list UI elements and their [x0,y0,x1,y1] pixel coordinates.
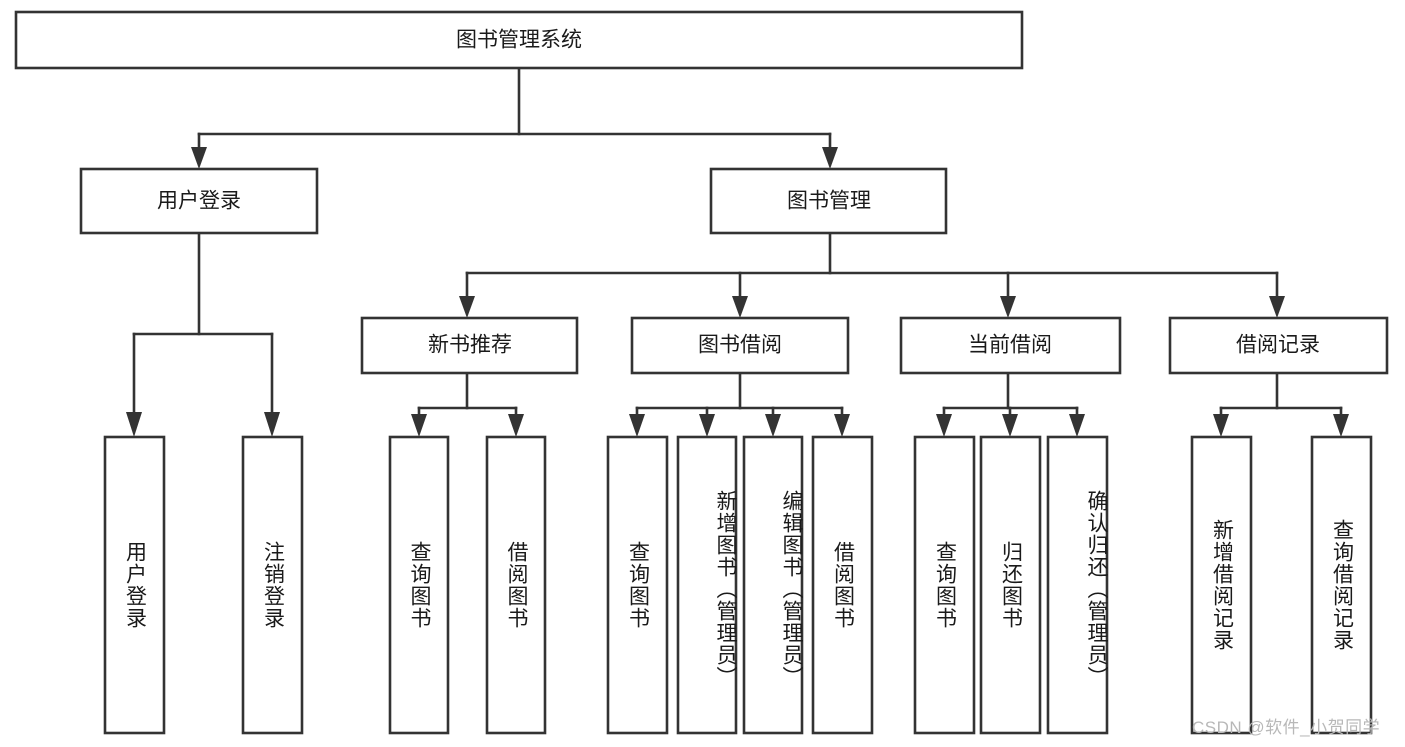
arrowhead-leaf-cur-query-book [936,414,952,437]
arrowhead-leaf-rec-add-record [1213,414,1229,437]
connector-group-root-to-level2 [191,66,838,169]
leaf-rec-borrow-book-box[interactable] [485,435,547,735]
node-new-book-rec-label: 新书推荐 [428,334,512,357]
arrowhead-leaf-rec-borrow-book [508,414,524,437]
arrowhead-new-book-rec [459,296,475,318]
arrowhead-current-borrow [1000,296,1016,318]
leaf-rec-query-book-box[interactable] [388,435,450,735]
node-book-borrow-box[interactable] [630,316,850,375]
arrowhead-leaf-user-logout [264,412,280,437]
leaf-rec-query-record-box[interactable] [1310,435,1373,735]
arrowhead-leaf-cur-confirm-return [1069,414,1085,437]
arrowhead-leaf-borrow-lend-book [834,414,850,437]
node-user-login-label: 用户登录 [157,190,241,213]
connector-group-new-book-rec-to-leaves [411,371,524,437]
connector-group-current-borrow-to-leaves [936,371,1085,437]
connector-group-book-borrow-to-leaves [629,371,850,437]
connector-group-book-manage-to-level3 [459,231,1285,318]
node-new-book-rec[interactable]: 新书推荐 [360,316,579,375]
node-root[interactable]: 图书管理系统 [14,10,1024,70]
arrowhead-leaf-rec-query-record [1333,414,1349,437]
node-user-login[interactable]: 用户登录 [79,167,319,235]
arrowhead-leaf-borrow-add-book [699,414,715,437]
node-user-login-box[interactable] [79,167,319,235]
node-current-borrow[interactable]: 当前借阅 [899,316,1122,375]
arrowhead-borrow-record [1269,296,1285,318]
leaf-cur-query-book-box[interactable] [913,435,976,735]
node-borrow-record-box[interactable] [1168,316,1389,375]
leaf-user-logout-box[interactable] [241,435,304,735]
node-new-book-rec-box[interactable] [360,316,579,375]
node-root-box[interactable] [14,10,1024,70]
connector-group-borrow-record-to-leaves [1213,371,1349,437]
node-book-manage-box[interactable] [709,167,948,235]
leaf-borrow-add-book-box[interactable] [676,435,738,735]
node-book-borrow-label: 图书借阅 [698,334,782,357]
leaf-cur-confirm-return-box[interactable] [1046,435,1109,735]
node-current-borrow-label: 当前借阅 [968,334,1052,357]
arrowhead-leaf-cur-return-book [1002,414,1018,437]
csdn-watermark: CSDN @软件_小贺同学 [1192,718,1381,737]
arrowhead-book-borrow [732,296,748,318]
arrowhead-leaf-user-login [126,412,142,437]
node-borrow-record-label: 借阅记录 [1236,334,1320,357]
leaf-user-login-box[interactable] [103,435,166,735]
leaf-borrow-lend-book-box[interactable] [811,435,874,735]
leaf-cur-return-book-box[interactable] [979,435,1042,735]
node-book-manage-label: 图书管理 [787,190,871,213]
arrowhead-leaf-borrow-edit-book [765,414,781,437]
node-current-borrow-box[interactable] [899,316,1122,375]
arrowhead-leaf-rec-query-book [411,414,427,437]
leaf-rec-add-record-box[interactable] [1190,435,1253,735]
arrowhead-leaf-borrow-query-book [629,414,645,437]
connector-group-user-login-to-leaves [126,231,280,437]
arrowhead-user-login [191,147,207,169]
arrowhead-book-manage [822,147,838,169]
node-borrow-record[interactable]: 借阅记录 [1168,316,1389,375]
node-book-manage[interactable]: 图书管理 [709,167,948,235]
node-book-borrow[interactable]: 图书借阅 [630,316,850,375]
leaf-borrow-edit-book-box[interactable] [742,435,804,735]
leaf-borrow-query-book-box[interactable] [606,435,669,735]
leaf-boxes-group [103,435,1373,735]
node-root-label: 图书管理系统 [456,29,582,52]
